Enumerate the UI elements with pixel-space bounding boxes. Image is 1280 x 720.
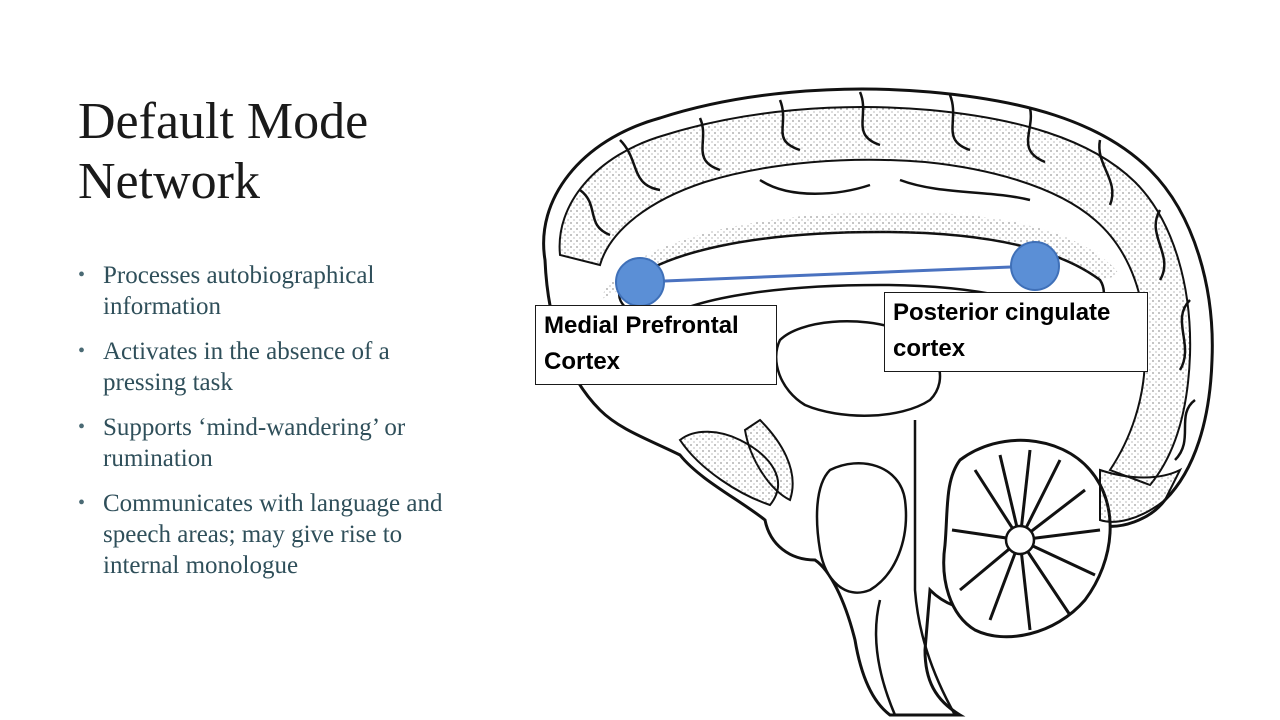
mpfc-node [615, 257, 665, 307]
pcc-label-text: Posterior cingulate cortex [893, 299, 1111, 362]
slide-title-line-2: Network [78, 153, 260, 210]
brainstem [815, 462, 908, 594]
pcc-node [1010, 241, 1060, 291]
bullet-item: Supports ‘mind-wandering’ or rumination [78, 412, 468, 474]
slide-title-line-1: Default Mode [78, 93, 369, 150]
bullet-item: Communicates with language and speech ar… [78, 488, 468, 581]
connector-line [639, 264, 1036, 284]
brain-diagram [542, 87, 1214, 717]
sulci [579, 91, 1196, 461]
bullet-item: Processes autobiographical information [78, 260, 468, 322]
cerebellum [942, 438, 1112, 639]
bullet-list: Processes autobiographical information A… [78, 260, 468, 595]
bullet-item: Activates in the absence of a pressing t… [78, 336, 468, 398]
mpfc-label: Medial Prefrontal Cortex [535, 305, 777, 385]
slide-title: Default Mode Network [78, 92, 478, 212]
mpfc-label-text: Medial Prefrontal Cortex [544, 312, 739, 375]
pcc-label: Posterior cingulate cortex [884, 292, 1148, 372]
